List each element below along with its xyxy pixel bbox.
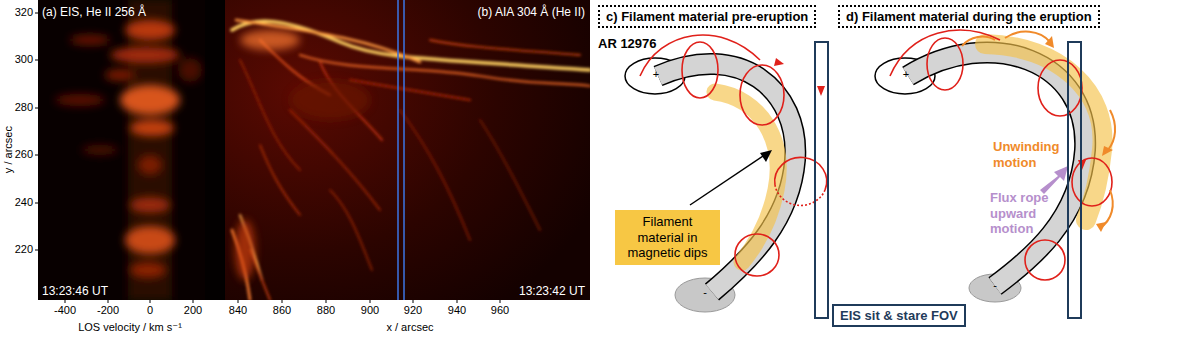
tick-label: 220 bbox=[15, 243, 33, 256]
polarity-sign: - bbox=[993, 279, 997, 292]
polarity-sign: - bbox=[703, 286, 707, 299]
axis-ticks bbox=[35, 13, 500, 303]
tick-label: 920 bbox=[404, 304, 422, 317]
title-box: d) Filament material during the eruption bbox=[838, 5, 1100, 28]
aia-panel bbox=[225, 0, 590, 300]
tick-label: -400 bbox=[54, 304, 76, 317]
timestamp: 13:23:42 UT bbox=[519, 284, 585, 298]
box-text: EIS sit & stare FOV bbox=[840, 308, 958, 323]
tick-label: 900 bbox=[361, 304, 379, 317]
box-text: Filament material in magnetic dips bbox=[619, 214, 716, 261]
callout-box: Filament material in magnetic dips bbox=[615, 210, 720, 265]
tick-label: 0 bbox=[147, 304, 153, 317]
tick-label: 280 bbox=[15, 101, 33, 114]
tick-label: 200 bbox=[184, 304, 202, 317]
motion-label: Flux rope upward motion bbox=[990, 190, 1052, 237]
diagram-c bbox=[625, 35, 828, 318]
tick-label: 260 bbox=[15, 148, 33, 161]
box-text: d) Filament material during the eruption bbox=[846, 9, 1092, 24]
tick-label: 960 bbox=[491, 304, 509, 317]
timestamp: 13:23:46 UT bbox=[42, 284, 108, 298]
tick-label: 860 bbox=[273, 304, 291, 317]
polarity-sign: + bbox=[903, 68, 909, 81]
axis-title: x / arcsec bbox=[386, 321, 433, 334]
panel-label: (b) AIA 304 Å (He II) bbox=[478, 5, 585, 19]
region-label: AR 12976 bbox=[598, 36, 657, 52]
tick-label: 320 bbox=[15, 6, 33, 19]
tick-label: 880 bbox=[317, 304, 335, 317]
polarity-sign: + bbox=[653, 68, 659, 81]
diagram-d bbox=[875, 30, 1115, 318]
axis-title: y / arcsec bbox=[2, 126, 15, 173]
fov-box: EIS sit & stare FOV bbox=[832, 304, 966, 327]
tick-label: 240 bbox=[15, 196, 33, 209]
title-box: c) Filament material pre-eruption bbox=[598, 5, 816, 28]
tick-label: 300 bbox=[15, 53, 33, 66]
tick-label: 940 bbox=[448, 304, 466, 317]
axis-title: LOS velocity / km s⁻¹ bbox=[78, 321, 182, 334]
motion-label: Unwinding motion bbox=[993, 139, 1065, 170]
panel-label: (a) EIS, He II 256 Å bbox=[42, 5, 146, 19]
box-text: c) Filament material pre-eruption bbox=[606, 9, 808, 24]
eis-panel bbox=[38, 0, 225, 300]
tick-label: 840 bbox=[229, 304, 247, 317]
tick-label: -200 bbox=[97, 304, 119, 317]
